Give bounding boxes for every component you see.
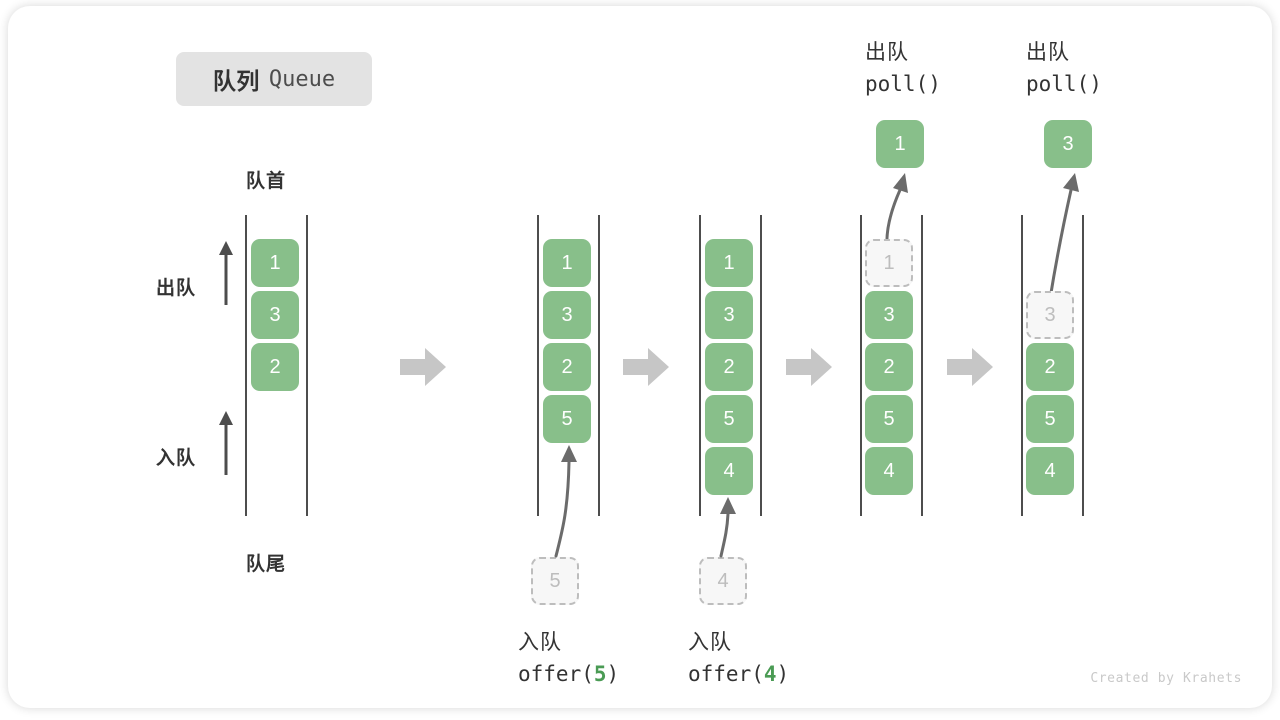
code-pre: offer( — [688, 662, 764, 686]
rail-left-col5 — [1021, 215, 1023, 516]
label-queue-tail: 队尾 — [246, 554, 287, 575]
queue-element: 3 — [705, 291, 753, 339]
code-arg: 4 — [763, 662, 777, 686]
caption-operation-cn: 入队 — [518, 631, 562, 654]
queue-element-new: 4 — [705, 447, 753, 495]
code-post: ) — [776, 662, 790, 686]
flow-arrow-icon — [786, 348, 832, 386]
flow-arrow-icon — [623, 348, 669, 386]
label-queue-head: 队首 — [246, 171, 287, 192]
queue-element: 5 — [1026, 395, 1074, 443]
title-cn: 队列 — [212, 68, 260, 94]
queue-element-new: 5 — [543, 395, 591, 443]
queue-element: 2 — [1026, 343, 1074, 391]
rail-left-col2 — [537, 215, 539, 516]
label-enqueue-direction: 入队 — [156, 448, 197, 469]
queue-element: 3 — [543, 291, 591, 339]
rail-right-col2 — [598, 215, 600, 516]
queue-element: 5 — [705, 395, 753, 443]
caption-operation-code: offer(4) — [688, 662, 789, 686]
header-operation-code: poll() — [865, 72, 941, 96]
queue-element: 2 — [865, 343, 913, 391]
queue-element: 2 — [705, 343, 753, 391]
queue-element: 3 — [251, 291, 299, 339]
flow-arrow-icon — [947, 348, 993, 386]
caption-operation-code: offer(5) — [518, 662, 619, 686]
rail-left-col3 — [699, 215, 701, 516]
dequeue-direction-arrow — [219, 241, 233, 305]
pending-element-ghost: 4 — [699, 557, 747, 605]
credit-text: Created by Krahets — [1090, 671, 1242, 686]
removed-element-ghost: 3 — [1026, 291, 1074, 339]
removed-element-ghost: 1 — [865, 239, 913, 287]
queue-element: 4 — [865, 447, 913, 495]
rail-right-col5 — [1082, 215, 1084, 516]
enqueue-direction-arrow — [219, 411, 233, 475]
queue-element: 5 — [865, 395, 913, 443]
popped-element: 1 — [876, 120, 924, 168]
header-operation-cn: 出队 — [1026, 41, 1070, 64]
enqueue-motion-arrow — [554, 445, 577, 558]
rail-left-col4 — [860, 215, 862, 516]
code-arg: 5 — [593, 662, 607, 686]
enqueue-motion-arrow — [719, 497, 736, 558]
rail-left-col1 — [245, 215, 247, 516]
rail-right-col4 — [921, 215, 923, 516]
code-post: ) — [606, 662, 620, 686]
flow-arrow-icon — [400, 348, 446, 386]
title-en: Queue — [268, 66, 336, 92]
queue-element: 1 — [543, 239, 591, 287]
popped-element: 3 — [1044, 120, 1092, 168]
dequeue-motion-arrow — [885, 173, 908, 248]
label-dequeue-direction: 出队 — [156, 278, 197, 299]
queue-element: 1 — [251, 239, 299, 287]
header-operation-code: poll() — [1026, 72, 1102, 96]
rail-right-col1 — [306, 215, 308, 516]
caption-operation-cn: 入队 — [688, 631, 732, 654]
queue-element: 1 — [705, 239, 753, 287]
code-pre: offer( — [518, 662, 594, 686]
header-operation-cn: 出队 — [865, 41, 909, 64]
diagram-card: 队列 Queue 队首 队尾 出队 入队 1 3 2 1 3 — [8, 6, 1272, 708]
pending-element-ghost: 5 — [531, 557, 579, 605]
dequeue-motion-arrow — [1048, 173, 1079, 301]
queue-element: 2 — [543, 343, 591, 391]
queue-element: 3 — [865, 291, 913, 339]
queue-element: 4 — [1026, 447, 1074, 495]
rail-right-col3 — [760, 215, 762, 516]
queue-element: 2 — [251, 343, 299, 391]
diagram-title: 队列 Queue — [176, 52, 372, 106]
